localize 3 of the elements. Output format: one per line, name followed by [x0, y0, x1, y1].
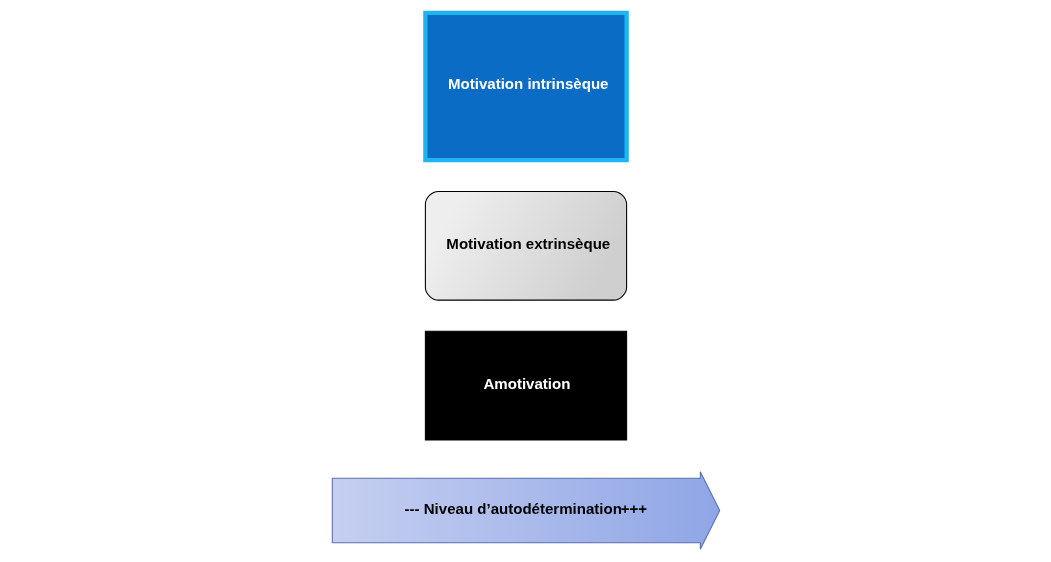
node-box: Amotivation — [424, 330, 627, 441]
node-box: Motivation extrinsèque — [424, 190, 627, 301]
node-box: Motivation intrinsèque — [422, 10, 629, 163]
